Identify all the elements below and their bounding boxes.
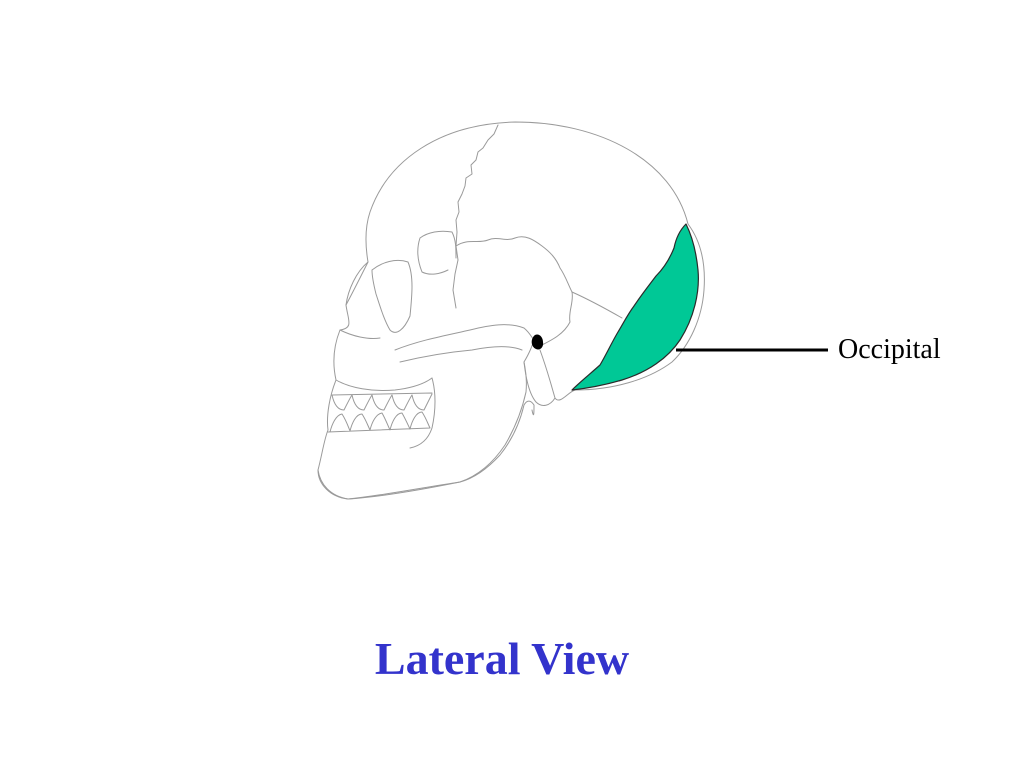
- sphenoid-outline: [417, 230, 457, 275]
- lower-teeth: [327, 411, 431, 433]
- squamosal-suture: [455, 236, 573, 347]
- slide-title: Lateral View: [374, 633, 630, 684]
- ear-canal: [531, 334, 544, 350]
- coronal-suture: [452, 124, 499, 309]
- upper-teeth: [331, 392, 433, 411]
- lambdoid-suture: [571, 291, 623, 319]
- orbit-outline: [371, 259, 413, 333]
- occipital-bone: [571, 223, 699, 391]
- nasal-outline: [339, 261, 381, 339]
- cranium-outline: [317, 121, 689, 500]
- occipital-label: Occipital: [838, 334, 941, 365]
- mandible-ramus: [409, 377, 436, 449]
- maxilla-outline: [335, 377, 433, 391]
- zygomatic-arch: [394, 324, 535, 363]
- occipital-rear-outline: [574, 223, 705, 391]
- mastoid-outline: [523, 349, 576, 406]
